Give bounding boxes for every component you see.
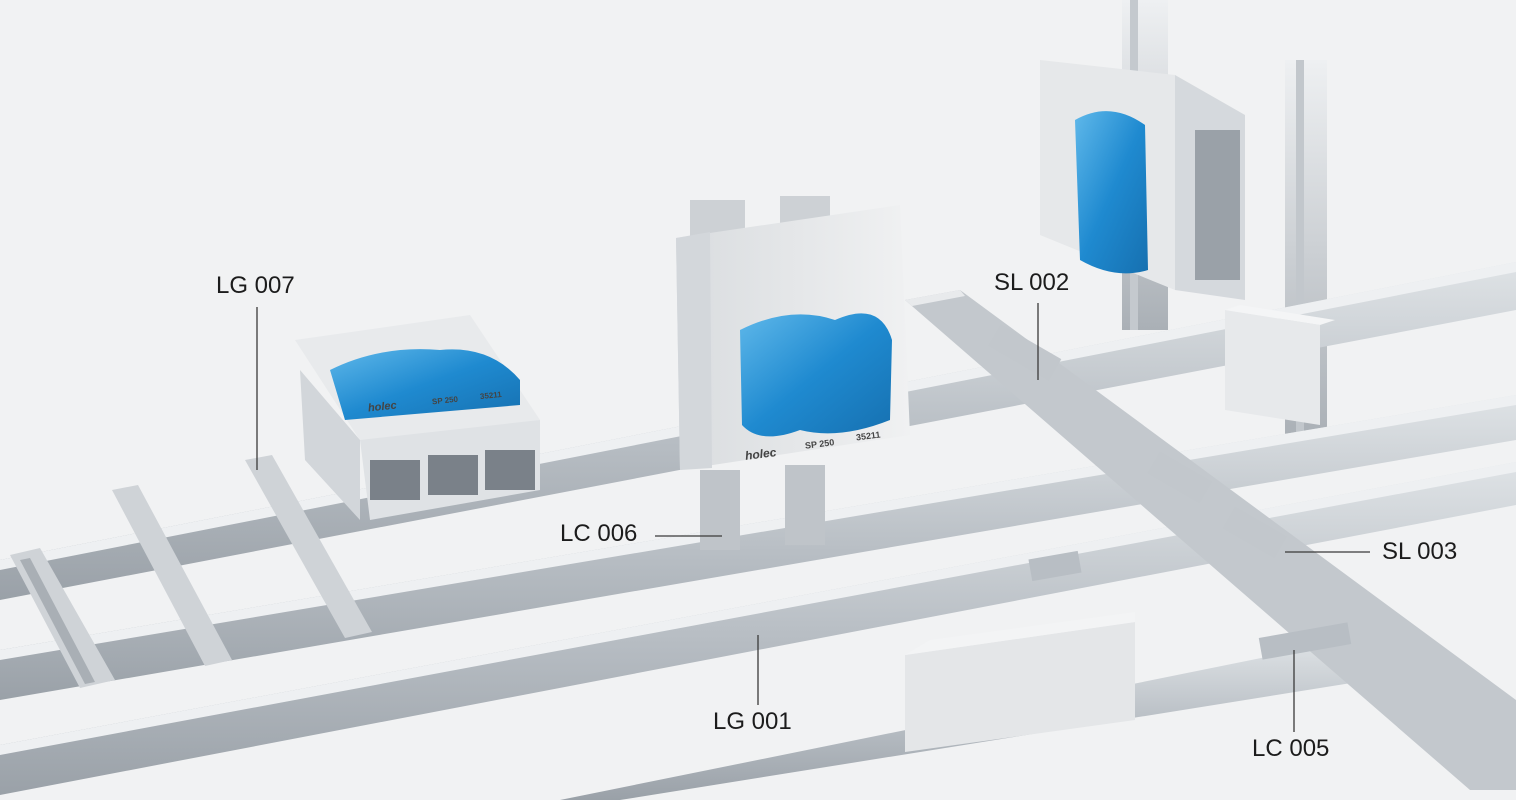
- terminal-block-front: [905, 612, 1135, 752]
- device-brand-center: holec: [744, 445, 778, 463]
- callout-leaders: [256, 303, 1370, 732]
- label-sl003: SL 003: [1382, 538, 1458, 565]
- ladder-crossbars: [10, 455, 372, 688]
- blue-window: [740, 313, 892, 437]
- front-busbar-rail: [0, 462, 1516, 795]
- label-sl002: SL 002: [994, 269, 1070, 296]
- label-lg007: LG 007: [216, 272, 295, 299]
- label-lg001: LG 001: [713, 708, 792, 735]
- label-lc005: LC 005: [1252, 735, 1330, 762]
- terminal-block-right: [1225, 305, 1335, 425]
- fuse-holder-left: [295, 315, 540, 520]
- perforated-strip: [905, 290, 1516, 790]
- blue-window: [330, 349, 520, 420]
- fuse-holder-center: [676, 196, 910, 550]
- busbar-clamps: [988, 324, 1352, 660]
- fuse-holder-upright: [1040, 60, 1245, 300]
- label-lc006: LC 006: [560, 520, 638, 547]
